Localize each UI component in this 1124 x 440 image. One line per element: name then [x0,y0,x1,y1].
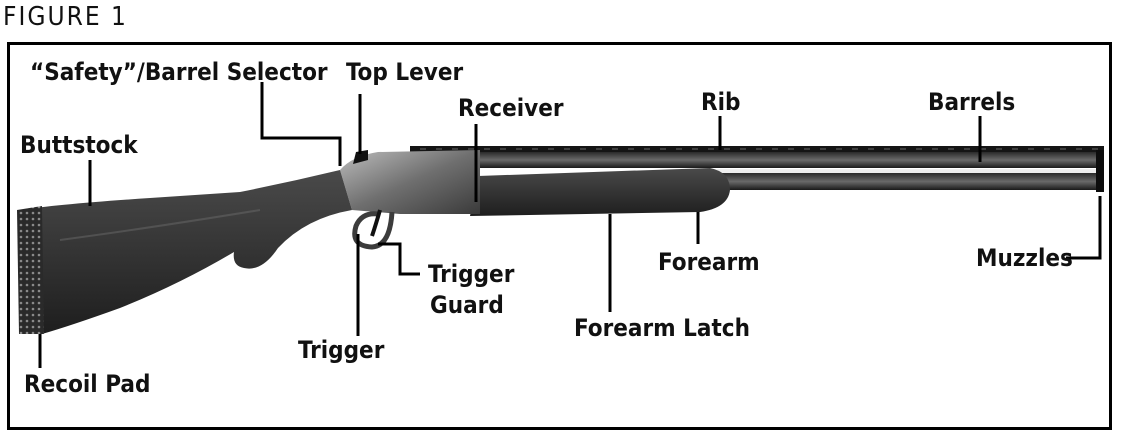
label-forearm-latch: Forearm Latch [574,314,750,342]
label-rib: Rib [701,88,740,116]
shotgun-illustration [17,146,1104,334]
label-forearm: Forearm [658,248,760,276]
label-receiver: Receiver [458,94,564,122]
label-barrels: Barrels [928,88,1015,116]
label-trigger-guard-line2: Guard [430,291,504,319]
forearm-shape [470,168,730,216]
label-buttstock: Buttstock [20,131,138,159]
recoil-pad-shape [17,206,44,334]
label-safety: “Safety”/Barrel Selector [30,58,328,86]
buttstock-shape [20,170,352,334]
label-muzzles: Muzzles [976,244,1073,272]
label-trigger: Trigger [298,336,385,364]
trigger-guard-leader [378,244,420,274]
safety-leader [262,82,340,166]
label-top-lever: Top Lever [346,58,463,86]
label-trigger-guard-line1: Trigger [428,260,515,288]
label-recoil-pad: Recoil Pad [24,370,150,398]
